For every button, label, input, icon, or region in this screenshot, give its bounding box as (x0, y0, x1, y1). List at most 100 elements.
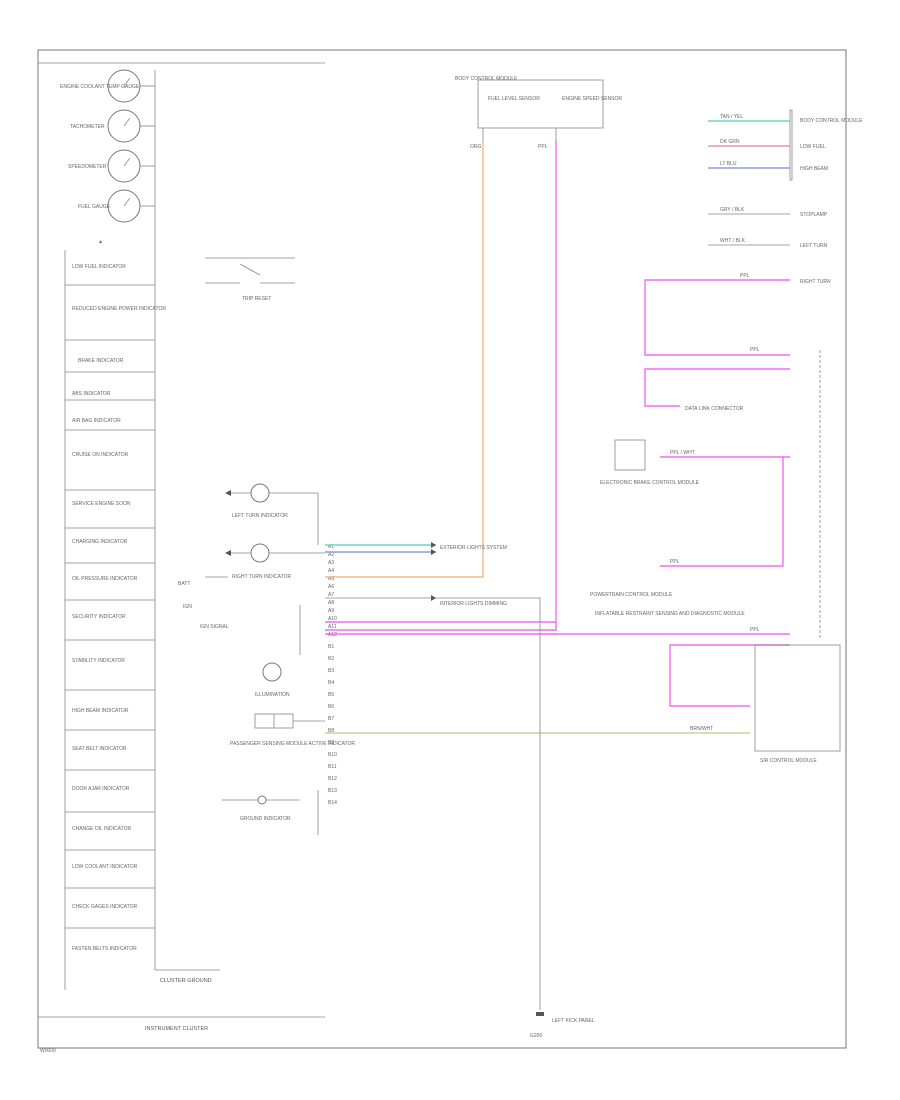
ground-symbol (536, 1012, 544, 1016)
svg-text:A10: A10 (328, 616, 337, 622)
right-wire-high-beam: LT BLU (720, 161, 737, 167)
right-label-right-turn: RIGHT TURN (800, 279, 831, 285)
indicator-label: CHANGE OIL INDICATOR (72, 826, 131, 832)
indicator-fasten-belts: FASTEN BELTS INDICATOR (72, 946, 137, 952)
batt-label: BATT (178, 581, 190, 587)
indicator-door-ajar: DOOR AJAR INDICATOR (65, 786, 155, 813)
svg-text:A12: A12 (328, 632, 337, 638)
indicator-label: LOW COOLANT INDICATOR (72, 864, 138, 870)
indicator-reduced-power: REDUCED ENGINE POWER INDICATOR (65, 306, 166, 341)
svg-text:A7: A7 (328, 592, 334, 598)
svg-text:A3: A3 (328, 560, 334, 566)
indicator-seat-belt: SEAT BELT INDICATOR (65, 746, 155, 771)
indicator-label: CHARGING INDICATOR (72, 539, 128, 545)
indicator-label: CHECK GAGES INDICATOR (72, 904, 137, 910)
right-label-high-beam: HIGH BEAM (800, 166, 828, 172)
svg-text:A8: A8 (328, 600, 334, 606)
exterior-lights-label: EXTERIOR LIGHTS SYSTEM (440, 545, 507, 551)
ground-id-label: G200 (530, 1033, 542, 1039)
indicator-label: FASTEN BELTS INDICATOR (72, 946, 137, 952)
indicator-abs: ABS INDICATOR (65, 391, 155, 401)
indicator-label: SECURITY INDICATOR (72, 614, 126, 620)
connector-pins: A1 (328, 544, 334, 550)
diagram-frame (37, 49, 847, 1049)
wire-label-right: PPL (538, 144, 548, 150)
gauge-group: ENGINE COOLANT TEMP GAUGE TACHOMETER SPE… (60, 69, 155, 223)
indicator-low-fuel: LOW FUEL INDICATOR (65, 264, 155, 286)
top-component-group: BODY CONTROL MODULE FUEL LEVEL SENSOR EN… (455, 76, 622, 150)
indicator-label: OIL PRESSURE INDICATOR (72, 576, 138, 582)
ground-indicator-label: GROUND INDICATOR (240, 816, 291, 822)
splice-group: EXTERIOR LIGHTS SYSTEM INTERIOR LIGHTS D… (431, 542, 595, 1039)
indicator-low-coolant: LOW COOLANT INDICATOR (65, 864, 155, 889)
indicator-charging: CHARGING INDICATOR (65, 539, 155, 564)
indicator-column: ▲ LOW FUEL INDICATOR REDUCED ENGINE POWE… (64, 239, 166, 990)
illumination-lamp: ILLUMINATION (255, 662, 290, 698)
right-wire-bcm: TAN / YEL (720, 114, 743, 120)
svg-text:A2: A2 (328, 552, 334, 558)
ground-indicator: GROUND INDICATOR (222, 790, 319, 835)
right-wire-pcm: PPL (670, 559, 680, 565)
svg-text:B7: B7 (328, 716, 334, 722)
right-wire-left-turn: WHT / BLK (720, 238, 746, 244)
magenta-loop-1 (644, 279, 790, 356)
indicator-high-beam: HIGH BEAM INDICATOR (65, 708, 155, 731)
ground-wire (325, 597, 541, 1010)
fuse-block-box (477, 79, 604, 129)
left-component-group: LEFT TURN INDICATOR RIGHT TURN INDICATOR… (178, 483, 355, 835)
right-turn-label: RIGHT TURN INDICATOR (232, 574, 291, 580)
indicator-label: BRAKE INDICATOR (78, 358, 124, 364)
svg-text:B2: B2 (328, 656, 334, 662)
orange-wire (325, 140, 484, 578)
ign2-label: IGN SIGNAL (200, 624, 229, 630)
trip-reset-label: TRIP RESET (242, 296, 271, 302)
right-label-irsdm: INFLATABLE RESTRAINT SENSING AND DIAGNOS… (595, 611, 745, 617)
svg-text:A5: A5 (328, 576, 334, 582)
indicator-check-gages: CHECK GAGES INDICATOR (65, 904, 155, 929)
tpms-label: FUEL LEVEL SENSOR (488, 96, 540, 102)
ground-desc-label: LEFT KICK PANEL (552, 1018, 595, 1024)
svg-text:A9: A9 (328, 608, 334, 614)
gauge-label: TACHOMETER (70, 124, 105, 130)
illumination-label: ILLUMINATION (255, 692, 290, 698)
cluster-ground-label: CLUSTER GROUND (160, 978, 212, 984)
indicator-change-oil: CHANGE OIL INDICATOR (65, 826, 155, 851)
svg-text:B10: B10 (328, 752, 337, 758)
svg-text:B4: B4 (328, 680, 334, 686)
gauge-label: ENGINE COOLANT TEMP GAUGE (60, 84, 140, 90)
indicator-label: STABILITY INDICATOR (72, 658, 125, 664)
right-label-sir: SIR CONTROL MODULE (760, 758, 817, 764)
magenta-loop-2 (644, 368, 790, 407)
indicator-label: REDUCED ENGINE POWER INDICATOR (72, 306, 166, 312)
footer-code: W0000 (40, 1048, 56, 1054)
right-label-left-turn: LEFT TURN (800, 243, 828, 249)
svg-text:B1: B1 (328, 644, 334, 650)
svg-text:B5: B5 (328, 692, 334, 698)
indicator-stability: STABILITY INDICATOR (65, 658, 155, 691)
pass-sensing-indicator: PASSENGER SENSING MODULE ACTIVE INDICATO… (230, 713, 355, 747)
magenta-loop-3 (669, 644, 790, 707)
indicator-cruise: CRUISE ON INDICATOR (65, 452, 155, 491)
gauge-label: FUEL GAUGE (78, 204, 111, 210)
svg-text:B3: B3 (328, 668, 334, 674)
svg-text:B12: B12 (328, 776, 337, 782)
svg-text:A6: A6 (328, 584, 334, 590)
speedometer-gauge: SPEEDOMETER (68, 149, 141, 183)
right-wire-ebcm: PPL / WHT (670, 450, 695, 456)
right-wire-right-turn: PPL (740, 273, 750, 279)
right-turn-lamp: RIGHT TURN INDICATOR (225, 543, 325, 580)
interior-dimming-label: INTERIOR LIGHTS DIMMING (440, 601, 507, 607)
coolant-gauge: ENGINE COOLANT TEMP GAUGE (60, 69, 141, 103)
indicator-label: SEAT BELT INDICATOR (72, 746, 127, 752)
right-label-bcm: BODY CONTROL MODULE (800, 118, 863, 124)
indicator-brake: BRAKE INDICATOR (65, 358, 155, 373)
indicator-label: DOOR AJAR INDICATOR (72, 786, 130, 792)
indicator-security: SECURITY INDICATOR (65, 614, 155, 641)
left-turn-lamp: LEFT TURN INDICATOR (225, 483, 319, 545)
indicator-label: CRUISE ON INDICATOR (72, 452, 129, 458)
indicator-label: AIR BAG INDICATOR (72, 418, 121, 424)
abs-sensor-label: ENGINE SPEED SENSOR (562, 96, 622, 102)
svg-text:B9: B9 (328, 740, 334, 746)
cluster-connector: A1 A2 A3 A4 A5 A6 A7 A8 A9 A10 A11 A12 B… (328, 544, 337, 806)
